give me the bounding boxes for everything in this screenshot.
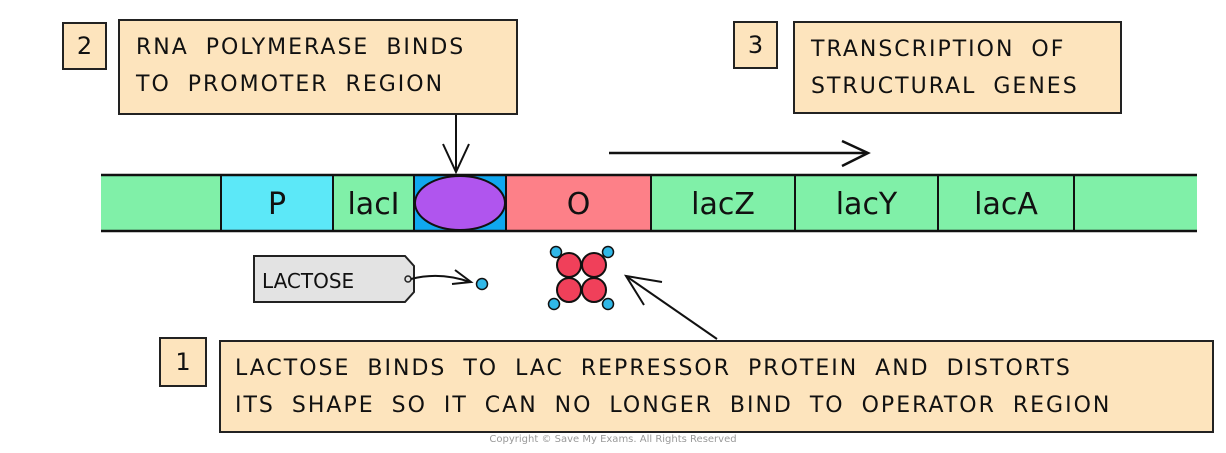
step-2-line-1: RNA POLYMERASE BINDS <box>136 35 466 60</box>
dna-segment-lacy <box>795 175 938 231</box>
bound-lactose <box>601 297 615 311</box>
dna-segment <box>1074 175 1197 231</box>
bound-lactose <box>549 245 563 259</box>
rna-polymerase <box>414 175 506 231</box>
bound-lactose <box>547 297 561 311</box>
lactose-tag: LACTOSE <box>253 255 415 303</box>
repressor-subunit <box>556 252 582 278</box>
step-1-line-1: LACTOSE BINDS TO LAC REPRESSOR PROTEIN A… <box>235 356 1072 381</box>
bound-lactose <box>601 245 615 259</box>
step-3-line-2: STRUCTURAL GENES <box>811 74 1079 99</box>
copyright-notice: Copyright © Save My Exams. All Rights Re… <box>489 434 737 445</box>
dna-segment-label: lacA <box>974 187 1038 222</box>
lactose-tag-label: LACTOSE <box>262 269 354 293</box>
step-1-line-2: ITS SHAPE SO IT CAN NO LONGER BIND TO OP… <box>235 393 1112 418</box>
step-1-callout: LACTOSE BINDS TO LAC REPRESSOR PROTEIN A… <box>219 340 1214 433</box>
arrow-repressor <box>623 274 718 340</box>
dna-segment-label: O <box>567 187 591 222</box>
step-number-2: 2 <box>62 22 107 70</box>
dna-segment-laci <box>333 175 414 231</box>
dna-segment-laca <box>938 175 1074 231</box>
dna-segment-lacz <box>651 175 795 231</box>
step-2-callout: RNA POLYMERASE BINDS TO PROMOTER REGION <box>118 19 518 115</box>
repressor-subunit <box>581 277 607 303</box>
transcription-arrow <box>609 139 871 168</box>
step-3-callout: TRANSCRIPTION OF STRUCTURAL GENES <box>793 21 1122 114</box>
step-number-3: 3 <box>733 21 778 69</box>
dna-segment-o <box>506 175 651 231</box>
arrow-lactose <box>410 269 474 285</box>
dna-segment-label: lacI <box>347 187 399 222</box>
step-3-line-1: TRANSCRIPTION OF <box>811 37 1066 62</box>
lac-repressor-protein <box>547 245 615 311</box>
dna-segment <box>101 175 221 231</box>
step-number-1: 1 <box>159 337 207 387</box>
dna-segment-label: lacY <box>836 187 898 222</box>
dna-segment-label: lacZ <box>691 187 755 222</box>
arrow-rnap-binding <box>442 114 470 175</box>
repressor-subunit <box>556 277 582 303</box>
repressor-subunit <box>581 252 607 278</box>
dna-segment-label: P <box>268 187 286 222</box>
step-2-line-2: TO PROMOTER REGION <box>136 72 445 97</box>
dna-segment-p <box>221 175 333 231</box>
lactose-molecule <box>475 277 489 291</box>
